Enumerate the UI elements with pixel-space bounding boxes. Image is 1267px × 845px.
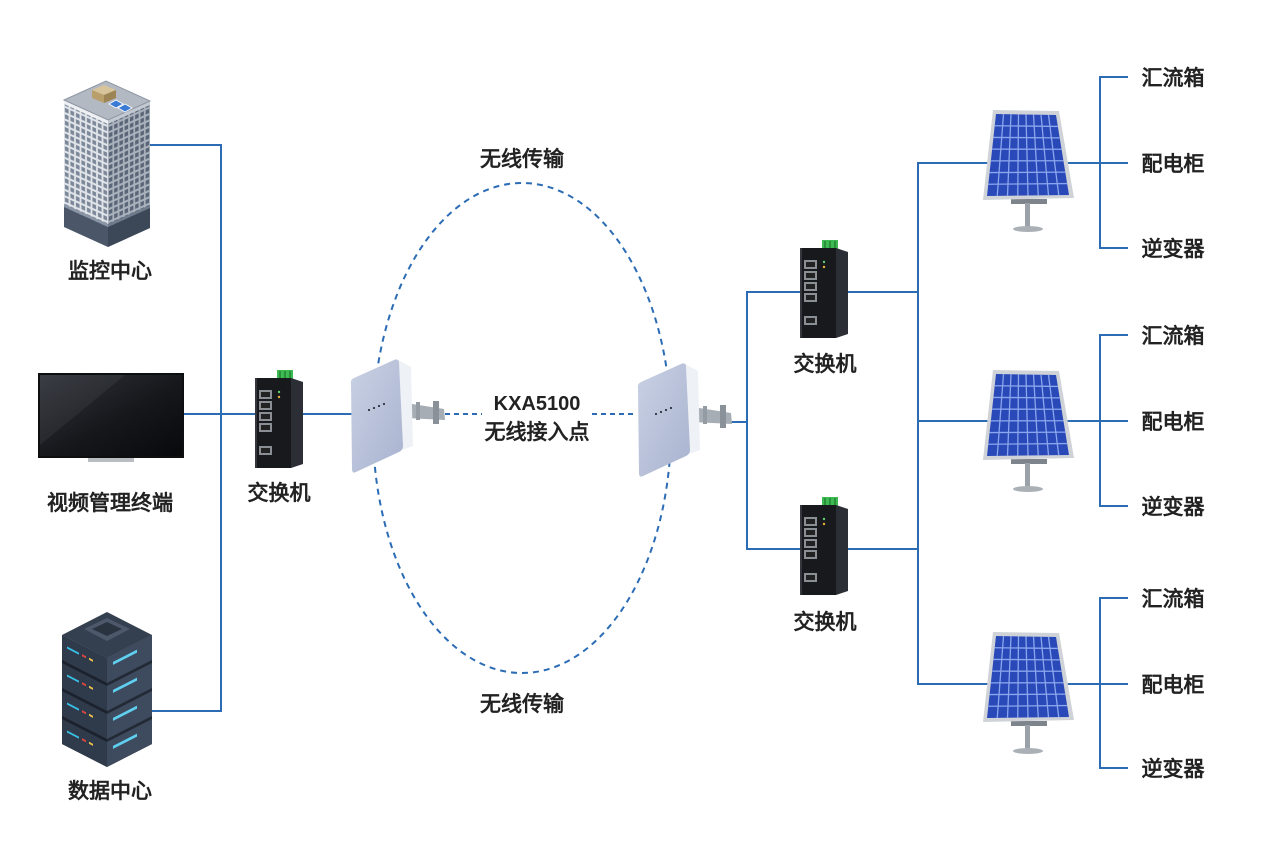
server-unit <box>107 663 152 711</box>
output-label: 逆变器 <box>1142 495 1206 519</box>
building-parapet <box>64 100 108 124</box>
building-parapet <box>108 101 150 124</box>
output-label: 配电柜 <box>1142 152 1205 176</box>
network-switch-icon <box>255 370 303 468</box>
roof-box-right <box>104 90 116 103</box>
building-base-trim <box>108 205 150 227</box>
server-led <box>82 654 86 659</box>
server-unit <box>107 719 152 767</box>
server-unit <box>107 635 152 683</box>
server-led <box>89 657 93 662</box>
server-unit <box>62 635 107 683</box>
links <box>150 76 1128 769</box>
server-led <box>82 738 86 743</box>
server-led <box>82 682 86 687</box>
output-label: 逆变器 <box>1142 757 1206 781</box>
video-terminal-label: 视频管理终端 <box>47 491 173 515</box>
server-unit <box>107 691 152 739</box>
tv-screen <box>40 375 182 456</box>
network-switch-icon <box>800 497 848 595</box>
labels: 监控中心 视频管理终端 数据中心 交换机 交换机 交换机 无线传输 无线传输 K… <box>47 66 1205 803</box>
building-base-trim <box>64 204 108 227</box>
wireless-access-point-icon <box>637 363 732 477</box>
server-led <box>82 710 86 715</box>
server-led-strip <box>67 646 79 655</box>
output-label: 汇流箱 <box>1142 66 1205 90</box>
server-vent <box>113 677 137 693</box>
tv-monitor-icon <box>38 373 184 462</box>
solar-panel-icon <box>983 631 1075 755</box>
roof-box-left <box>92 90 104 103</box>
building-base <box>64 207 108 247</box>
switch-label-left: 交换机 <box>248 481 311 505</box>
server-led-strip <box>67 702 79 711</box>
access-point-model-label: KXA5100 <box>494 393 581 415</box>
server-rack-icon <box>62 612 152 767</box>
server-top-module-inner <box>92 622 122 636</box>
solar-panel-icon <box>983 369 1075 493</box>
roof-solar-tile <box>117 103 133 113</box>
output-label: 汇流箱 <box>1142 587 1205 611</box>
building-base <box>108 208 150 247</box>
output-label: 配电柜 <box>1142 673 1205 697</box>
network-switch-icon <box>800 240 848 338</box>
wireless-access-point-icon <box>350 359 445 473</box>
server-led-strip <box>67 730 79 739</box>
switch-label-right-top: 交换机 <box>794 352 857 376</box>
wireless-bottom-label: 无线传输 <box>480 692 565 716</box>
server-vent <box>113 733 137 749</box>
server-unit <box>62 691 107 739</box>
tv-glare <box>40 375 125 445</box>
server-led <box>89 685 93 690</box>
monitoring-center-label: 监控中心 <box>68 259 152 283</box>
output-label: 配电柜 <box>1142 410 1205 434</box>
data-center-label: 数据中心 <box>68 780 152 803</box>
server-unit <box>62 663 107 711</box>
output-label: 逆变器 <box>1142 237 1206 261</box>
solar-panel-icon <box>983 109 1075 233</box>
server-led <box>89 741 93 746</box>
server-unit <box>62 719 107 767</box>
roof-solar-tile <box>108 99 124 109</box>
output-label: 汇流箱 <box>1142 324 1205 348</box>
server-led-strip <box>67 674 79 683</box>
tv-stand <box>88 458 134 462</box>
switch-label-right-bottom: 交换机 <box>794 610 857 634</box>
server-led <box>89 713 93 718</box>
server-vent <box>113 705 137 721</box>
server-vent <box>113 649 137 665</box>
wireless-top-label: 无线传输 <box>480 147 565 171</box>
access-point-name-label: 无线接入点 <box>485 420 590 444</box>
building-icon <box>62 80 152 247</box>
